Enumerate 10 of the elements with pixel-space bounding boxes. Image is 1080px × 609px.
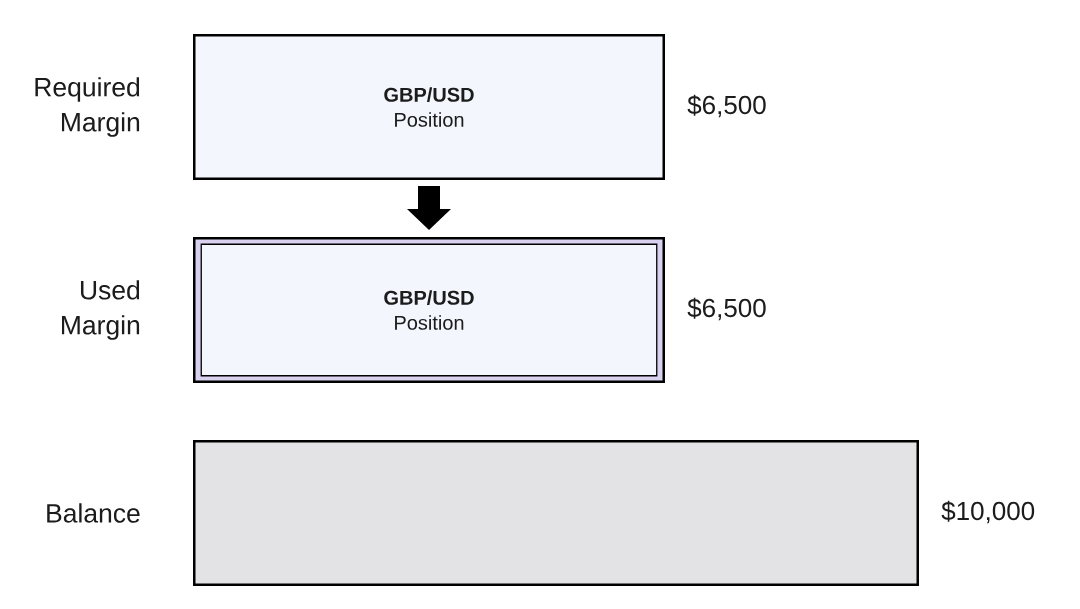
balance-box (193, 440, 919, 586)
arrow (407, 186, 451, 230)
amount-label: $10,000 (941, 500, 1035, 524)
amount-label: $6,500 (687, 94, 766, 118)
row-label: Balance (47, 503, 140, 523)
row-label: Used Margin (62, 280, 140, 340)
position-box: GBP/USD Position (193, 237, 665, 383)
position-box: GBP/USD Position (193, 34, 665, 180)
amount-label: $6,500 (687, 297, 766, 321)
row-label: Required Margin (35, 77, 140, 137)
